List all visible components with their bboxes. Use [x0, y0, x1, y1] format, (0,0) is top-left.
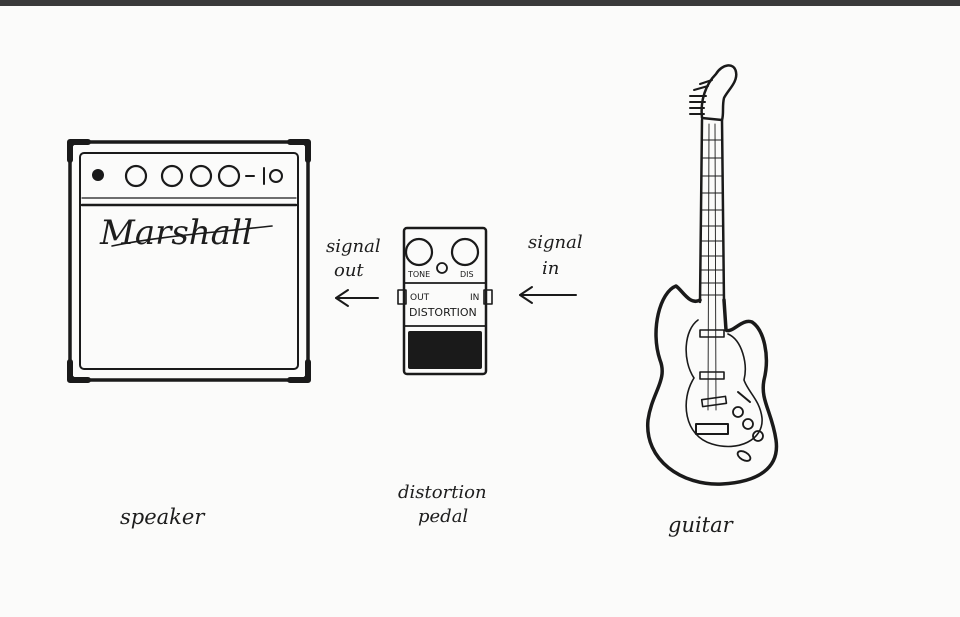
guitar-pickguard [685, 319, 763, 448]
amplifier: Marshall [67, 139, 311, 383]
signal-out-arrow-icon [335, 289, 379, 307]
pedal-input-jack-icon [483, 289, 493, 305]
electric-guitar [646, 64, 779, 486]
scan-shadow [0, 0, 960, 6]
guitar-caption: guitar [668, 513, 735, 537]
guitar-bridge [695, 423, 729, 435]
pedal-body [402, 226, 488, 376]
amp-outer-cabinet [68, 140, 310, 382]
signal-out-label: signal out [326, 236, 381, 281]
signal-out-line1: signal [326, 236, 381, 257]
amp-knob-icon [217, 164, 241, 188]
amp-corner-cap [67, 359, 91, 383]
guitar-strings [707, 123, 717, 411]
pedal-jack-out-label: OUT [410, 293, 430, 303]
guitar-knob-icon [732, 406, 744, 418]
pedal-name: DISTORTION [409, 306, 477, 319]
amp-corner-cap [287, 359, 311, 383]
guitar-body [646, 284, 779, 486]
guitar-neck [698, 118, 726, 304]
guitar-headstock [700, 64, 738, 122]
amp-corner-cap [67, 139, 91, 163]
pedal-output-jack-icon [397, 289, 407, 305]
signal-out-line2: out [334, 260, 364, 281]
pedal-led-icon [436, 262, 448, 274]
amp-inner-frame [79, 152, 299, 370]
guitar-pickup-neck [699, 329, 725, 338]
guitar-output-jack-icon [736, 450, 752, 462]
amp-logo-underline [111, 225, 273, 247]
signal-in-arrow-icon [519, 286, 577, 304]
guitar-selector-switch-icon [737, 391, 751, 403]
pedal-knob-right-label: DIS [460, 270, 474, 279]
guitar-frets [700, 139, 724, 296]
amp-knob-icon [160, 164, 184, 188]
pedal-knob-left-label: TONE [407, 270, 430, 279]
signal-in-line1: signal [528, 232, 583, 253]
signal-in-label: signal in [528, 232, 583, 279]
pedal-dis-knob-icon [450, 237, 480, 267]
amp-caption: speaker [120, 505, 206, 529]
amp-power-light-icon [269, 169, 283, 183]
pedal-tone-knob-icon [404, 237, 434, 267]
signal-in-line2: in [542, 258, 559, 279]
guitar-pickup-bridge [700, 395, 728, 408]
pedal-jack-in-label: IN [470, 293, 479, 303]
amp-knob-icon [189, 164, 213, 188]
amp-brand-logo: Marshall [99, 213, 253, 253]
distortion-pedal: TONE DIS OUT IN DISTORTION [397, 226, 493, 376]
guitar-pickup-middle [699, 371, 725, 380]
pedal-caption-line1: distortion [398, 482, 487, 503]
guitar-knob-icon [752, 430, 764, 442]
pedal-footswitch [408, 331, 482, 369]
guitar-tuning-pegs-icon [689, 79, 713, 115]
guitar-knob-icon [742, 418, 754, 430]
amp-corner-cap [287, 139, 311, 163]
amp-input-jack-icon [92, 169, 104, 181]
pedal-caption-line2: pedal [418, 506, 468, 527]
amp-knob-icon [124, 164, 148, 188]
